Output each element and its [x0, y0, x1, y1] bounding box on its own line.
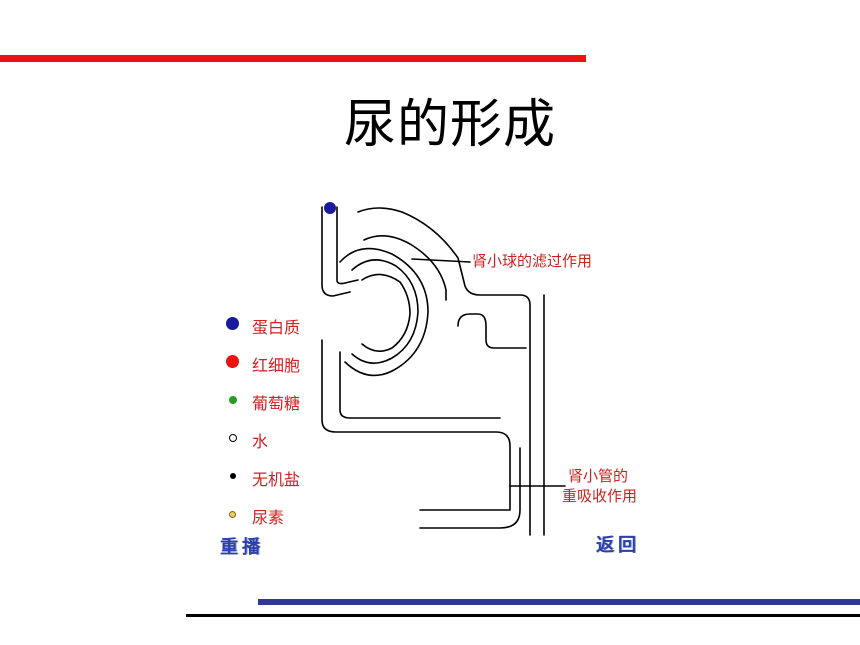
bottom-black-rule [186, 614, 860, 617]
tubule-reabsorption-label-line1: 肾小管的 [568, 467, 629, 485]
legend-label: 尿素 [252, 508, 285, 527]
legend-label: 红细胞 [252, 356, 301, 375]
capsule-inner-wall [363, 235, 447, 301]
urea-dot-icon [229, 511, 236, 518]
top-red-rule [0, 55, 586, 62]
loop-upper [457, 313, 527, 349]
protein-dot-icon [226, 317, 239, 330]
back-button[interactable]: 返回 [596, 535, 640, 556]
legend-label: 葡萄糖 [252, 394, 301, 413]
tubule-reabsorption-label-line2: 重吸收作用 [562, 487, 638, 505]
replay-button[interactable]: 重播 [220, 537, 264, 558]
protein-particle [324, 202, 336, 214]
capsule-outer-wall [357, 207, 531, 536]
glomerulus-inner [351, 259, 419, 364]
capsule-lower-inner [339, 351, 501, 419]
salt-dot-icon [230, 473, 236, 479]
bottom-blue-rule [258, 599, 860, 605]
legend-label: 蛋白质 [252, 318, 301, 337]
arteriole-inner [336, 206, 359, 285]
capsule-lower-outer [321, 339, 511, 511]
arteriole-outer [321, 206, 351, 297]
legend-label: 水 [252, 432, 269, 451]
glucose-dot-icon [229, 396, 237, 404]
page-title: 尿的形成 [343, 95, 556, 155]
glomerulus-core [361, 273, 411, 352]
glomerulus-outer [339, 247, 429, 377]
red-blood-cell-dot-icon [226, 355, 239, 368]
glomerulus-filtration-label: 肾小球的滤过作用 [472, 252, 593, 270]
legend-label: 无机盐 [252, 470, 301, 489]
glomerulus-leader-line [411, 258, 471, 263]
tubule-return-lower [419, 447, 521, 529]
water-dot-icon [229, 434, 237, 442]
